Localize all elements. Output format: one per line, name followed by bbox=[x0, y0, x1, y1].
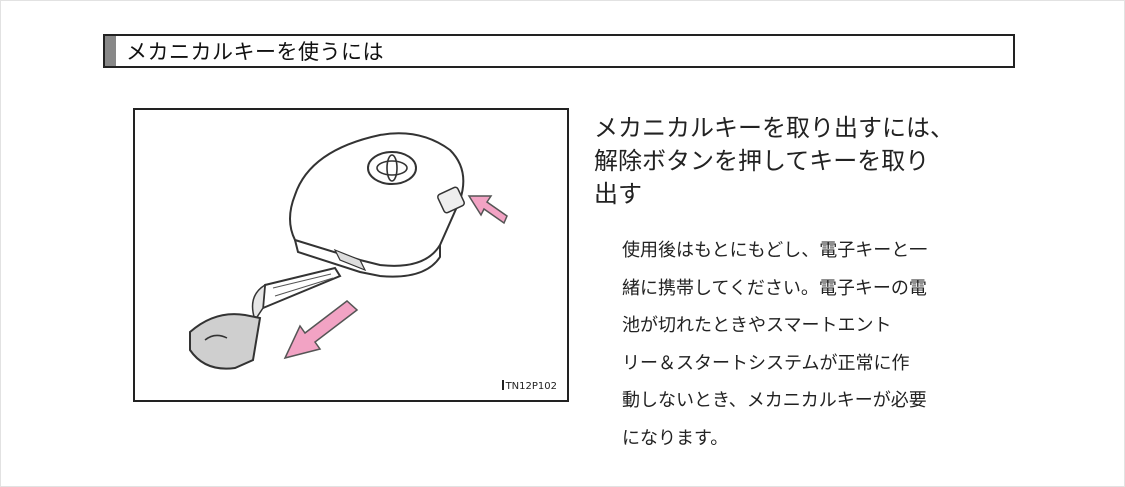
key-fob-side bbox=[294, 239, 441, 278]
key-blade-grooves bbox=[272, 273, 334, 297]
smart-key-drawing bbox=[189, 132, 508, 370]
figure-code: TN12P102 bbox=[502, 380, 557, 392]
note-line: 池が切れたときやスマートエント bbox=[622, 315, 892, 336]
header-accent-bar bbox=[105, 36, 116, 66]
key-slot bbox=[333, 248, 367, 272]
emblem-inner bbox=[376, 160, 408, 176]
note-line: 緒に携帯してください。電子キーの電 bbox=[622, 277, 927, 299]
note-line: 使用後はもとにもどし、電子キーと一 bbox=[622, 240, 928, 261]
note-line: リー＆スタートシステムが正常に作 bbox=[622, 352, 910, 374]
emblem-vertical bbox=[386, 154, 398, 182]
key-blade-tip bbox=[251, 283, 266, 322]
note-text: 使用後はもとにもどし、電子キーと一 緒に携帯してください。電子キーの電 池が切れ… bbox=[622, 232, 1012, 457]
instruction-line: 出す bbox=[594, 180, 642, 208]
emblem-outer bbox=[367, 151, 417, 185]
section-title: メカニカルキーを使うには bbox=[126, 40, 384, 64]
pull-arrow bbox=[283, 300, 359, 360]
instruction-line: 解除ボタンを押してキーを取り bbox=[594, 147, 930, 175]
note-line: になります。 bbox=[622, 427, 729, 449]
instruction-line: メカニカルキーを取り出すには、 bbox=[594, 114, 954, 142]
key-fob-body bbox=[289, 132, 465, 267]
instruction-text: メカニカルキーを取り出すには、 解除ボタンを押してキーを取り 出す bbox=[594, 112, 1014, 211]
note-line: 動しないとき、メカニカルキーが必要 bbox=[622, 390, 927, 411]
key-head bbox=[189, 313, 262, 370]
release-button bbox=[437, 186, 465, 214]
key-illustration: TN12P102 bbox=[133, 108, 569, 402]
section-header: メカニカルキーを使うには bbox=[103, 34, 1015, 68]
key-head-mark bbox=[204, 334, 228, 341]
press-arrow bbox=[467, 195, 508, 225]
